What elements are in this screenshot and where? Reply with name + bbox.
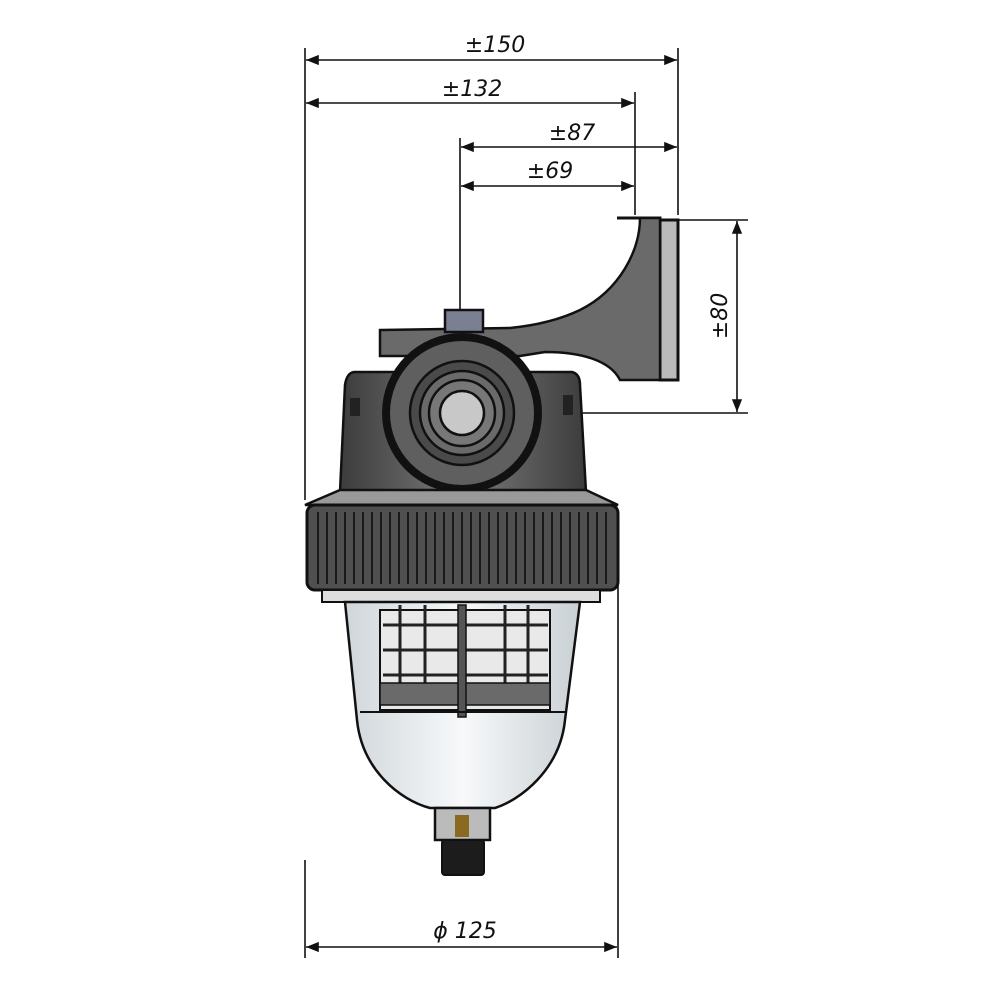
dimension-label: ±150: [465, 33, 525, 58]
dimension-label: ±80: [708, 293, 733, 339]
dimension-bracket-height: ±80: [708, 221, 743, 413]
filter-head: [338, 333, 588, 494]
dimension-center-to-back: ±87: [460, 121, 677, 153]
flow-arrow-mark-icon: [350, 398, 360, 416]
dimension-label: ±132: [442, 77, 502, 102]
flow-arrow-mark-icon: [563, 395, 573, 415]
dimension-overall-width: ±150: [305, 33, 677, 66]
dimension-label: ±69: [527, 159, 573, 184]
ring-nut: [304, 488, 620, 603]
dimension-center-to-face: ±69: [460, 159, 634, 192]
dimension-label: ±87: [549, 121, 595, 146]
inlet-port: [382, 333, 542, 493]
dimension-diameter: ϕ 125: [305, 919, 617, 953]
drain-valve: [433, 806, 492, 876]
dimension-width-to-bracket: ±132: [305, 77, 634, 109]
transparent-bowl: [343, 600, 582, 810]
bolt-icon: [443, 308, 485, 334]
dimension-label: ϕ 125: [433, 919, 497, 944]
